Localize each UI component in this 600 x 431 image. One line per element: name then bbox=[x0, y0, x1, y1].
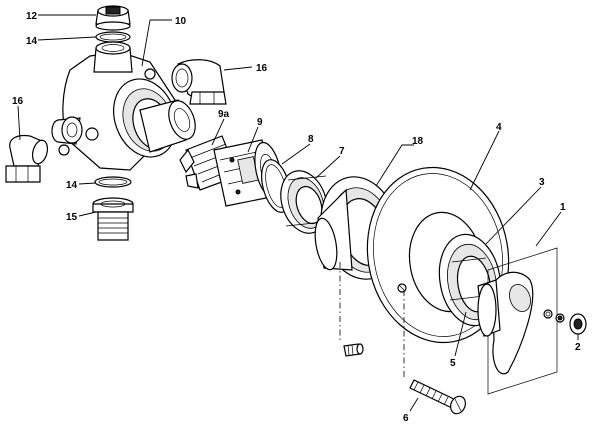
part-10-valve-body bbox=[51, 41, 196, 171]
part-16-elbow-right bbox=[171, 59, 227, 105]
label-8: 8 bbox=[308, 134, 314, 145]
leader-lines bbox=[17, 14, 579, 412]
part-12-plug bbox=[95, 5, 131, 31]
label-4: 4 bbox=[496, 122, 502, 133]
label-14-lower: 14 bbox=[66, 180, 78, 191]
label-16-left: 16 bbox=[12, 96, 24, 107]
label-12: 12 bbox=[26, 11, 38, 22]
label-15: 15 bbox=[66, 212, 78, 223]
label-5: 5 bbox=[450, 358, 456, 369]
label-16-right: 16 bbox=[256, 63, 268, 74]
label-9: 9 bbox=[257, 117, 263, 128]
part-15-nipple bbox=[92, 197, 134, 241]
part-14-oring-lower bbox=[94, 176, 132, 188]
label-10: 10 bbox=[175, 16, 187, 27]
part-1-handle-assembly bbox=[477, 247, 558, 395]
label-3: 3 bbox=[539, 177, 545, 188]
part-16-elbow-left bbox=[5, 134, 49, 183]
label-6: 6 bbox=[403, 413, 409, 424]
part-7-ring bbox=[280, 170, 328, 234]
small-grub-screw bbox=[343, 343, 364, 357]
label-9a: 9a bbox=[218, 109, 230, 120]
label-14-top: 14 bbox=[26, 36, 38, 47]
label-7: 7 bbox=[339, 146, 345, 157]
part-14-oring-top bbox=[95, 31, 131, 43]
label-2: 2 bbox=[575, 342, 581, 353]
label-18: 18 bbox=[412, 136, 424, 147]
part-6-long-screw bbox=[409, 379, 466, 415]
label-1: 1 bbox=[560, 202, 566, 213]
part-2-screw-cap bbox=[543, 309, 587, 335]
